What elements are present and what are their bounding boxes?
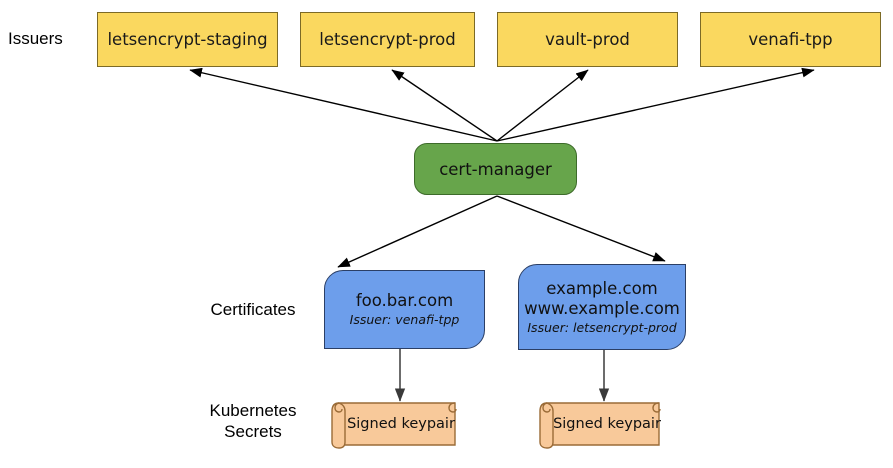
- secret-node-signed-keypair-1[interactable]: Signed keypair: [330, 398, 464, 450]
- scroll-shape-icon: [539, 402, 661, 449]
- certificate-issuer-label: Issuer: letsencrypt-prod: [527, 319, 677, 335]
- scroll-shape-icon: [331, 402, 457, 449]
- issuer-node-letsencrypt-prod[interactable]: letsencrypt-prod: [300, 12, 475, 67]
- certificate-domains: example.com www.example.com: [524, 278, 680, 318]
- edge-certmanager-to-vault-prod: [496, 69, 589, 142]
- issuer-node-venafi-tpp[interactable]: venafi-tpp: [700, 12, 881, 67]
- certificate-node-example-com[interactable]: example.com www.example.com Issuer: lets…: [518, 264, 686, 350]
- edge-certmanager-to-letsencrypt-prod: [391, 69, 498, 142]
- edge-certmanager-to-letsencrypt-staging: [189, 67, 498, 142]
- edge-certmanager-to-certificate-example-com: [496, 195, 666, 262]
- certificate-domains: foo.bar.com: [355, 291, 454, 310]
- cert-manager-node[interactable]: cert-manager: [414, 143, 577, 195]
- issuer-label: venafi-tpp: [748, 30, 833, 49]
- certificate-issuer-label: Issuer: venafi-tpp: [349, 312, 460, 327]
- certificate-node-foo-bar-com[interactable]: foo.bar.com Issuer: venafi-tpp: [324, 270, 485, 349]
- edge-certmanager-to-certificate-foo-bar-com: [337, 195, 498, 268]
- issuer-label: vault-prod: [545, 30, 630, 49]
- issuer-node-letsencrypt-staging[interactable]: letsencrypt-staging: [97, 12, 278, 67]
- secret-node-signed-keypair-2[interactable]: Signed keypair: [538, 398, 668, 450]
- cert-manager-label: cert-manager: [439, 159, 552, 179]
- row-label-kubernetes-secrets: Kubernetes Secrets: [209, 401, 297, 441]
- edge-certmanager-to-venafi-tpp: [496, 67, 815, 142]
- row-label-certificates: Certificates: [210, 300, 296, 319]
- issuer-node-vault-prod[interactable]: vault-prod: [497, 12, 678, 67]
- issuer-label: letsencrypt-staging: [107, 30, 268, 49]
- row-label-issuers: Issuers: [8, 29, 63, 48]
- issuer-label: letsencrypt-prod: [319, 30, 456, 49]
